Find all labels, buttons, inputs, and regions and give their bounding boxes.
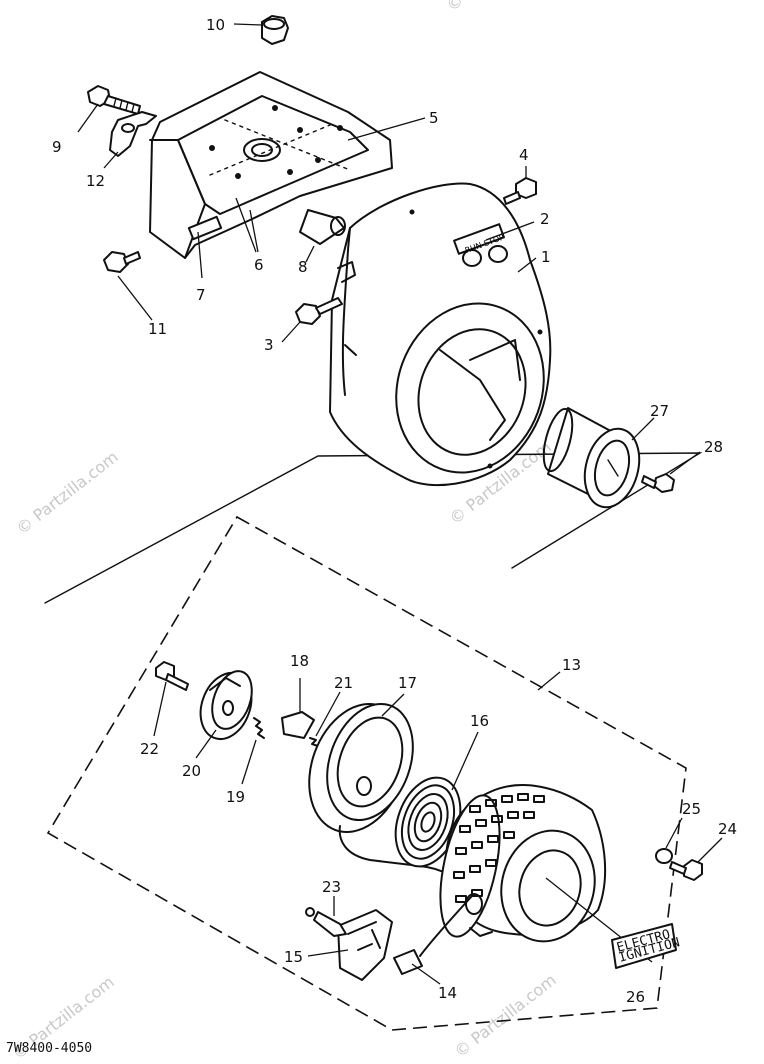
wire-part-14 [393,895,473,985]
tank-bracket-part-5 [149,71,426,259]
pawl-part-18 [281,678,315,739]
label-part-25: 25 [682,800,701,818]
screw-part-23 [305,896,347,937]
label-part-8: 8 [298,258,308,276]
label-part-23: 23 [322,878,341,896]
label-part-9: 9 [52,138,62,156]
starter-case [439,784,653,963]
washer-part-25 [655,817,683,864]
bolt-part-22 [153,661,189,737]
label-part-14: 14 [438,984,457,1002]
plate-part-26: ELECTRO IGNITION [611,923,682,969]
label-part-21: 21 [334,674,353,692]
label-part-4: 4 [519,146,529,164]
bolt-part-4 [503,166,537,205]
pulley-part-20 [195,670,253,759]
watermark-top-right: © Partzilla.com [443,0,552,15]
watermark-left: © Partzilla.com [13,447,122,538]
cover-part-27 [542,407,655,509]
label-part-20: 20 [182,762,201,780]
label-part-15: 15 [284,948,303,966]
label-part-3: 3 [264,336,274,354]
label-part-7: 7 [196,286,206,304]
label-part-13: 13 [562,656,581,674]
label-part-10: 10 [206,16,225,34]
clamp-part-12 [103,111,157,169]
blower-housing-part-1: RUN STOP [329,182,552,487]
recoil-starter-assembly-outline [46,515,687,1031]
spacer-part-8 [299,209,346,263]
bolt-part-3 [281,297,343,343]
bolt-part-11 [103,251,153,321]
label-part-1: 1 [541,248,551,266]
switch-part-15 [307,909,393,981]
leader-part-2 [485,221,535,241]
label-part-12: 12 [86,172,105,190]
label-part-26: 26 [626,988,645,1006]
screw-part-28 [641,451,701,493]
label-part-18: 18 [290,652,309,670]
leaders-6-7 [197,197,259,279]
reel-part-17 [308,693,471,893]
label-part-11: 11 [148,320,167,338]
label-part-16: 16 [470,712,489,730]
label-part-24: 24 [718,820,737,838]
label-part-17: 17 [398,674,417,692]
label-part-19: 19 [226,788,245,806]
nut-part-10 [233,15,289,45]
watermark-bottom-center: © Partzilla.com [451,970,560,1061]
leader-part-13 [537,671,561,691]
label-part-27: 27 [650,402,669,420]
bolt-part-24 [669,837,723,881]
label-part-5: 5 [429,109,439,127]
label-part-22: 22 [140,740,159,758]
label-part-6: 6 [254,256,264,274]
label-part-2: 2 [540,210,550,228]
spring-part-19 [241,717,265,785]
spring-part-21 [309,691,341,747]
label-part-28: 28 [704,438,723,456]
part-labels: 10 5 9 12 4 2 1 6 8 7 11 3 27 28 18 13 2… [52,16,737,1006]
case-vents [453,793,545,903]
diagram-code: 7W8400-4050 [6,1041,92,1056]
